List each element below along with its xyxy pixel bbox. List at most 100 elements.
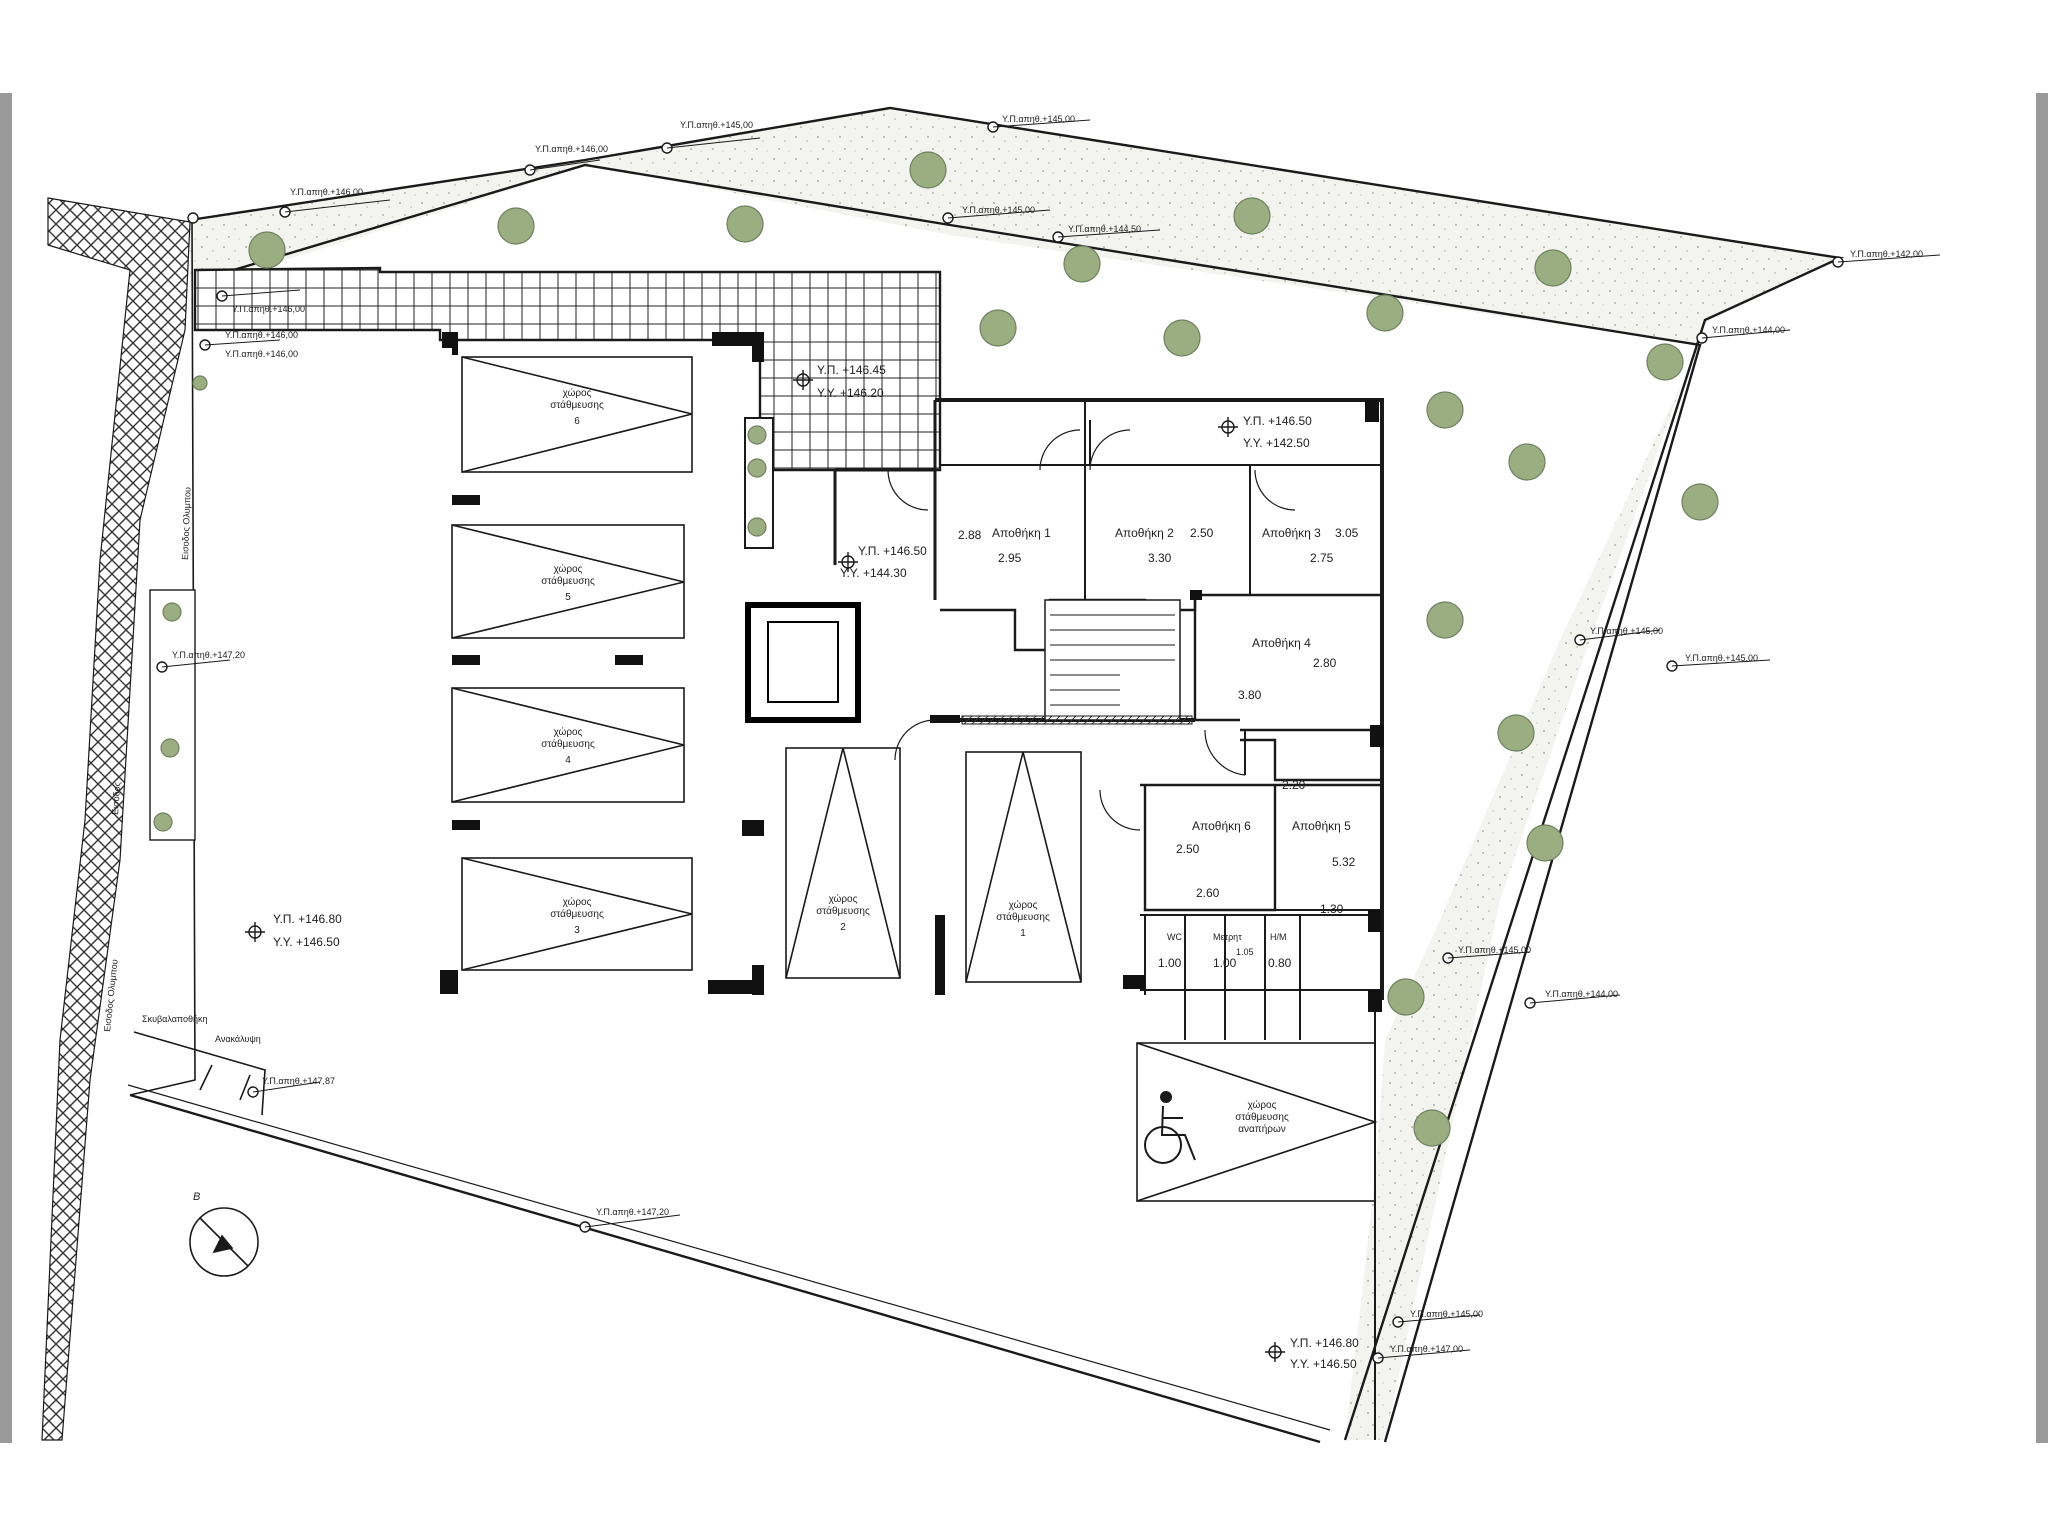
parking-num: 3 [574, 925, 580, 936]
room-label-storage-5: Αποθήκη 5 [1292, 819, 1351, 833]
dim: 1.00 [1213, 956, 1237, 970]
dim: 1.05 [1236, 947, 1254, 957]
level-a: Υ.Π. +146.80 [1290, 1336, 1359, 1350]
parking-sub: στάθμευσης [816, 905, 870, 917]
boundary-label: Υ.Π.απηθ.+145,00 [1002, 114, 1075, 124]
parking-labels: χώρος στάθμευσης 6 χώρος στάθμευσης 5 χώ… [541, 387, 1289, 1135]
dimension-labels: 2.88 2.95 2.50 3.30 3.05 2.75 2.80 3.80 … [958, 526, 1359, 970]
boundary-label: Υ.Π.απηθ.+145,00 [1590, 626, 1663, 636]
boundary-label: Υ.Π.απηθ.+144,50 [1068, 224, 1141, 234]
boundary-label: Υ.Π.απηθ.+146,00 [290, 187, 363, 197]
boundary-label: Υ.Π.απηθ.+145,00 [1685, 653, 1758, 663]
street-hatch [41, 197, 191, 1441]
parking-bays [451, 356, 1378, 1202]
room-label-storage-1: Αποθήκη 1 [992, 526, 1051, 540]
street-label: Εισοδος Ολυμπου [180, 487, 193, 560]
dim: 2.80 [1313, 656, 1337, 670]
room-label-small: Η/Μ [1270, 932, 1287, 942]
dim: 1.30 [1320, 902, 1344, 916]
boundary-label: Υ.Π.απηθ.+145,00 [1410, 1309, 1483, 1319]
room-label-wc: WC [1167, 932, 1182, 942]
parking-title: χώρος [1248, 1099, 1277, 1111]
boundary-label: Υ.Π.απηθ.+144,00 [1712, 325, 1785, 335]
level-a: Υ.Π. +146.45 [817, 363, 886, 377]
boundary-label: Υ.Π.απηθ.+144,00 [1545, 989, 1618, 999]
boundary-label: Υ.Π.απηθ.+145,00 [1458, 945, 1531, 955]
plot-boundary [189, 106, 1845, 1441]
trees [153, 151, 1719, 1147]
columns [440, 332, 1384, 1012]
level-markers [245, 370, 1285, 1362]
parking-num: 2 [840, 922, 846, 933]
boundary-label: Υ.Π.απηθ.+146,00 [535, 144, 608, 154]
level-b: Υ.Υ. +146.20 [817, 386, 884, 400]
room-label-storage-3: Αποθήκη 3 [1262, 526, 1321, 540]
dim: 0.80 [1268, 956, 1292, 970]
parking-sub: στάθμευσης [1235, 1111, 1289, 1123]
boundary-labels: Υ.Π.απηθ.+146,00 Υ.Π.απηθ.+146,00 Υ.Π.απ… [172, 114, 1923, 1354]
parking-num: 4 [565, 755, 571, 766]
dim: 5.32 [1332, 855, 1356, 869]
parking-extra: αναπήρων [1238, 1123, 1286, 1135]
level-a: Υ.Π. +146.50 [858, 544, 927, 558]
room-label-storage-2: Αποθήκη 2 [1115, 526, 1174, 540]
planter-strip [149, 589, 196, 841]
parking-num: 6 [574, 416, 580, 427]
parking-sub: στάθμευσης [550, 908, 604, 920]
boundary-label: Υ.Π.απηθ.+146,00 [225, 330, 298, 340]
boundary-label: Υ.Π.απηθ.+145,00 [962, 205, 1035, 215]
parking-num: 1 [1020, 928, 1026, 939]
north-arrow [189, 1207, 259, 1277]
level-b: Υ.Υ. +144.30 [840, 566, 907, 580]
stair-steps [1050, 614, 1175, 706]
inner-boundary [199, 163, 1702, 1443]
parking-title: χώρος [563, 896, 592, 908]
left-plot-line [129, 219, 196, 1096]
dim: 3.80 [1238, 688, 1262, 702]
threshold-hatch [961, 715, 1193, 725]
garden-area [190, 108, 1840, 1440]
door-swings [887, 429, 1296, 831]
dim: 2.75 [1310, 551, 1334, 565]
room-label-meter: Μετρητ [1213, 932, 1242, 942]
boundary-label: Υ.Π.απηθ.+147,00 [1390, 1344, 1463, 1354]
level-a: Υ.Π. +146.80 [273, 912, 342, 926]
waste-label: Σκυβαλαποθήκη [142, 1014, 208, 1024]
cover-label: Ανακάλυψη [215, 1034, 261, 1044]
parking-title: χώρος [554, 563, 583, 575]
dim: 2.95 [998, 551, 1022, 565]
parking-title: χώρος [829, 893, 858, 905]
bottom-boundary [129, 1093, 1321, 1444]
dim: 2.50 [1176, 842, 1200, 856]
wheelchair-icon [1144, 1091, 1196, 1164]
dim: 1.00 [1158, 956, 1182, 970]
parking-sub: στάθμευσης [550, 399, 604, 411]
parking-title: χώρος [1009, 899, 1038, 911]
left-frame-bar [0, 93, 12, 1443]
parking-sub: στάθμευσης [996, 911, 1050, 923]
north-label: B [193, 1191, 200, 1203]
waste-storage [133, 1031, 266, 1116]
parking-sub: στάθμευσης [541, 575, 595, 587]
bottom-boundary-inner [127, 1084, 1331, 1431]
level-b: Υ.Υ. +146.50 [273, 935, 340, 949]
parking-title: χώρος [563, 387, 592, 399]
level-a: Υ.Π. +146.50 [1243, 414, 1312, 428]
boundary-label: Υ.Π.απηθ.+147,87 [262, 1076, 335, 1086]
street-label: Εισοδος [110, 781, 122, 815]
boundary-label: Υ.Π.απηθ.+147,20 [596, 1207, 669, 1217]
level-labels: Υ.Π. +146.80 Υ.Υ. +146.50 Υ.Π. +146.45 Υ… [273, 363, 1359, 1371]
boundary-label: Υ.Π.απηθ.+146,00 [232, 304, 305, 314]
dim: 2.50 [1190, 526, 1214, 540]
boundary-label: Υ.Π.απηθ.+142,00 [1850, 249, 1923, 259]
room-label-storage-6: Αποθήκη 6 [1192, 819, 1251, 833]
dim: 3.05 [1335, 526, 1359, 540]
boundary-leaders [161, 119, 1941, 1359]
level-b: Υ.Υ. +146.50 [1290, 1357, 1357, 1371]
parking-num: 5 [565, 592, 571, 603]
dim: 2.88 [958, 528, 982, 542]
boundary-label: Υ.Π.απηθ.+147,20 [172, 650, 245, 660]
dim: 2.20 [1282, 778, 1306, 792]
